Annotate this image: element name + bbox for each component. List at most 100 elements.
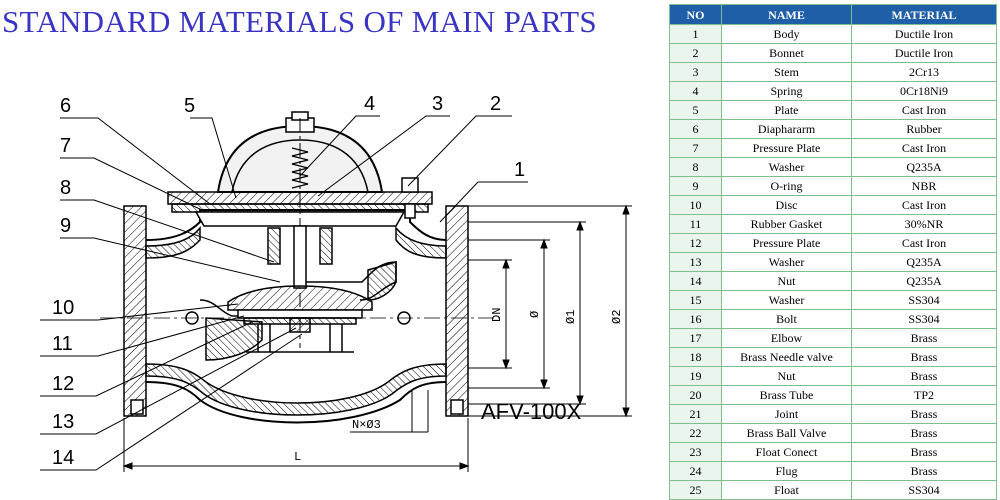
cell-material: Ductile Iron [851, 43, 997, 63]
callout-9: 9 [60, 215, 71, 237]
cell-name: Bonnet [721, 43, 852, 63]
dim-label-bolt-holes: N×Ø3 [352, 418, 381, 432]
valve-cross-section-drawing: L DN Ø Ø1 Ø2 N×Ø3 1 2 3 4 5 6 7 8 9 10 1… [40, 93, 632, 472]
cell-material: Brass [851, 366, 997, 386]
cell-no: 10 [669, 195, 722, 215]
cell-no: 15 [669, 290, 722, 310]
cell-name: O-ring [721, 176, 852, 196]
cell-no: 16 [669, 309, 722, 329]
callout-14: 14 [52, 447, 74, 469]
callout-8: 8 [60, 177, 71, 199]
callout-leaders [40, 115, 528, 471]
callout-11: 11 [52, 333, 73, 355]
cell-name: Washer [721, 252, 852, 272]
header-material: MATERIAL [851, 4, 997, 25]
cell-material: Brass [851, 328, 997, 348]
cell-material: Cast Iron [851, 195, 997, 215]
cell-no: 6 [669, 119, 722, 139]
bonnet-assembly [167, 111, 433, 227]
callout-2: 2 [490, 93, 501, 115]
cell-no: 20 [669, 385, 722, 405]
cell-material: Brass [851, 404, 997, 424]
rubber-gasket [237, 309, 363, 319]
cell-material: Cast Iron [851, 233, 997, 253]
callout-13: 13 [52, 411, 74, 433]
dim-label-phi2: Ø2 [610, 310, 624, 324]
cell-no: 5 [669, 100, 722, 120]
dim-label-nominal: DN [490, 308, 504, 322]
cell-material: SS304 [851, 309, 997, 329]
cell-name: Rubber Gasket [721, 214, 852, 234]
callout-1: 1 [514, 159, 525, 181]
cell-no: 12 [669, 233, 722, 253]
cell-name: Diaphararm [721, 119, 852, 139]
cell-material: Q235A [851, 252, 997, 272]
cell-name: Pressure Plate [721, 233, 852, 253]
cell-name: Washer [721, 157, 852, 177]
model-label: AFV-100X [481, 399, 582, 424]
cell-material: Rubber [851, 119, 997, 139]
cell-name: Brass Tube [721, 385, 852, 405]
cell-no: 3 [669, 62, 722, 82]
header-name: NAME [721, 4, 852, 25]
cell-name: Stem [721, 62, 852, 82]
cell-material: Brass [851, 442, 997, 462]
stem-assembly [100, 118, 500, 353]
cell-name: Disc [721, 195, 852, 215]
cell-no: 9 [669, 176, 722, 196]
cell-no: 4 [669, 81, 722, 101]
cell-material: Cast Iron [851, 100, 997, 120]
cell-name: Brass Needle valve [721, 347, 852, 367]
callout-6: 6 [60, 95, 71, 117]
table-header-row: NO NAME MATERIAL [669, 4, 997, 25]
cell-name: Plate [721, 100, 852, 120]
cell-no: 13 [669, 252, 722, 272]
cell-name: Float Conect [721, 442, 852, 462]
cell-material: 2Cr13 [851, 62, 997, 82]
header-no: NO [669, 4, 722, 25]
cell-material: Q235A [851, 157, 997, 177]
page-title: STANDARD MATERIALS OF MAIN PARTS [2, 4, 597, 39]
cell-material: NBR [851, 176, 997, 196]
cell-material: Brass [851, 423, 997, 443]
left-flange [123, 205, 147, 417]
right-flange [445, 205, 469, 417]
callout-numbers: 1 2 3 4 5 6 7 8 9 10 11 12 13 14 [52, 93, 525, 469]
cell-name: Brass Ball Valve [721, 423, 852, 443]
cell-no: 22 [669, 423, 722, 443]
cell-material: SS304 [851, 480, 997, 500]
cell-no: 23 [669, 442, 722, 462]
cell-name: Float [721, 480, 852, 500]
cell-name: Nut [721, 366, 852, 386]
cell-material: Brass [851, 347, 997, 367]
callout-4: 4 [364, 93, 375, 115]
cell-material: Cast Iron [851, 138, 997, 158]
cell-no: 1 [669, 24, 722, 44]
callout-10: 10 [52, 297, 74, 319]
cell-no: 14 [669, 271, 722, 291]
disc [227, 285, 373, 311]
cell-no: 8 [669, 157, 722, 177]
callout-5: 5 [184, 95, 195, 117]
cell-material: Brass [851, 461, 997, 481]
dim-label-phi: Ø [528, 311, 542, 318]
